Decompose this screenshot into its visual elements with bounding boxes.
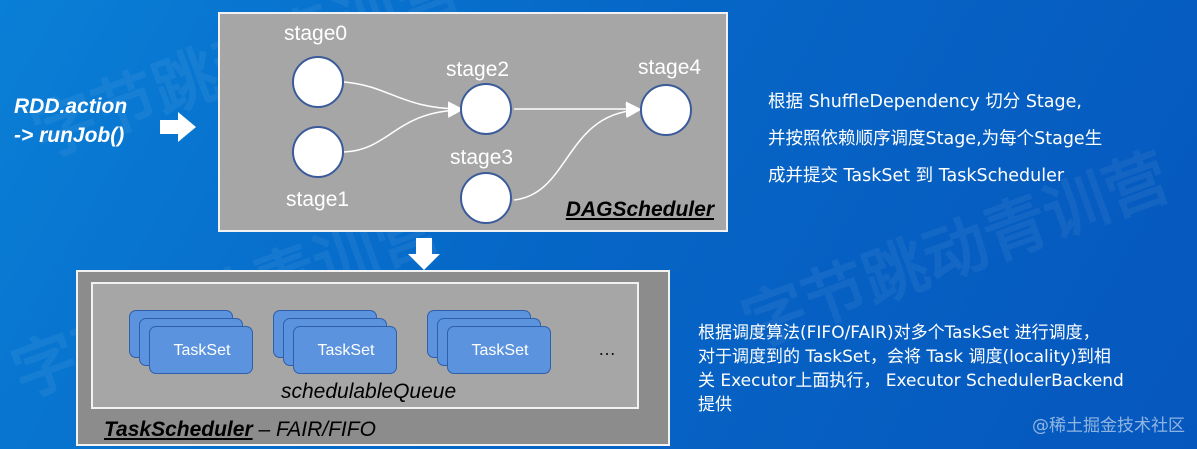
dag-description-line: 根据 ShuffleDependency 切分 Stage, (768, 92, 1082, 112)
task-scheduler-title: TaskScheduler – FAIR/FIFO (104, 418, 376, 442)
ts-description-line: 提供 (698, 395, 732, 415)
dag-description: 根据 ShuffleDependency 切分 Stage, 并按照依赖顺序调度… (768, 84, 1102, 195)
taskset-card: TaskSet (293, 326, 397, 374)
stage4-label: stage4 (638, 56, 702, 79)
taskset-card: TaskSet (447, 326, 551, 374)
rdd-action-line1: RDD.action (14, 95, 128, 118)
edge-stage1-stage2 (343, 102, 463, 153)
schedulable-queue-label: schedulableQueue (281, 380, 457, 403)
ts-description-line: 根据调度算法(FIFO/FAIR)对多个TaskSet 进行调度， (698, 323, 1100, 343)
schedulable-queue-box: TaskSet TaskSet TaskSet … schedulableQue… (91, 282, 639, 409)
taskset-card-label: TaskSet (471, 342, 529, 359)
stage0-node (292, 56, 344, 108)
more-tasksets-ellipsis: … (598, 339, 616, 359)
stage3-label: stage3 (450, 146, 514, 169)
down-arrow-icon (408, 238, 440, 270)
task-scheduler-mode: – FAIR/FIFO (252, 418, 376, 441)
stage2-label: stage2 (446, 58, 510, 81)
right-arrow-icon (160, 112, 196, 142)
dag-scheduler-box: stage0 stage1 stage2 stage3 stage4 DAGSc… (218, 12, 728, 232)
edge-stage3-stage4 (513, 103, 641, 201)
task-scheduler-name: TaskScheduler (104, 418, 253, 441)
stage1-node (292, 126, 344, 178)
dag-description-line: 成并提交 TaskSet 到 TaskScheduler (768, 166, 1065, 186)
ts-description-line: 关 Executor上面执行， Executor SchedulerBacken… (698, 371, 1124, 391)
stage2-node (460, 83, 512, 135)
taskset-card: TaskSet (149, 326, 253, 374)
edge-stage0-stage2 (343, 81, 463, 117)
dag-description-line: 并按照依赖顺序调度Stage,为每个Stage生 (768, 129, 1103, 149)
taskset-card-label: TaskSet (317, 342, 375, 359)
ts-description-line: 对于调度到的 TaskSet，会将 Task 调度(locality)到相 (698, 347, 1111, 367)
juejin-watermark: @稀土掘金技术社区 (1032, 416, 1185, 436)
stage0-label: stage0 (284, 22, 348, 45)
task-scheduler-box: TaskSet TaskSet TaskSet … schedulableQue… (76, 270, 670, 446)
task-scheduler-description: 根据调度算法(FIFO/FAIR)对多个TaskSet 进行调度， 对于调度到的… (698, 321, 1124, 417)
stage4-node (640, 84, 692, 136)
rdd-action-line2: -> runJob() (14, 124, 125, 147)
rdd-action-label: RDD.action -> runJob() (14, 92, 127, 150)
taskset-card-label: TaskSet (173, 342, 231, 359)
dag-scheduler-title: DAGScheduler (565, 198, 714, 221)
stage1-label: stage1 (286, 188, 350, 211)
stage-dependency-edges (343, 81, 641, 201)
stage3-node (460, 172, 512, 224)
